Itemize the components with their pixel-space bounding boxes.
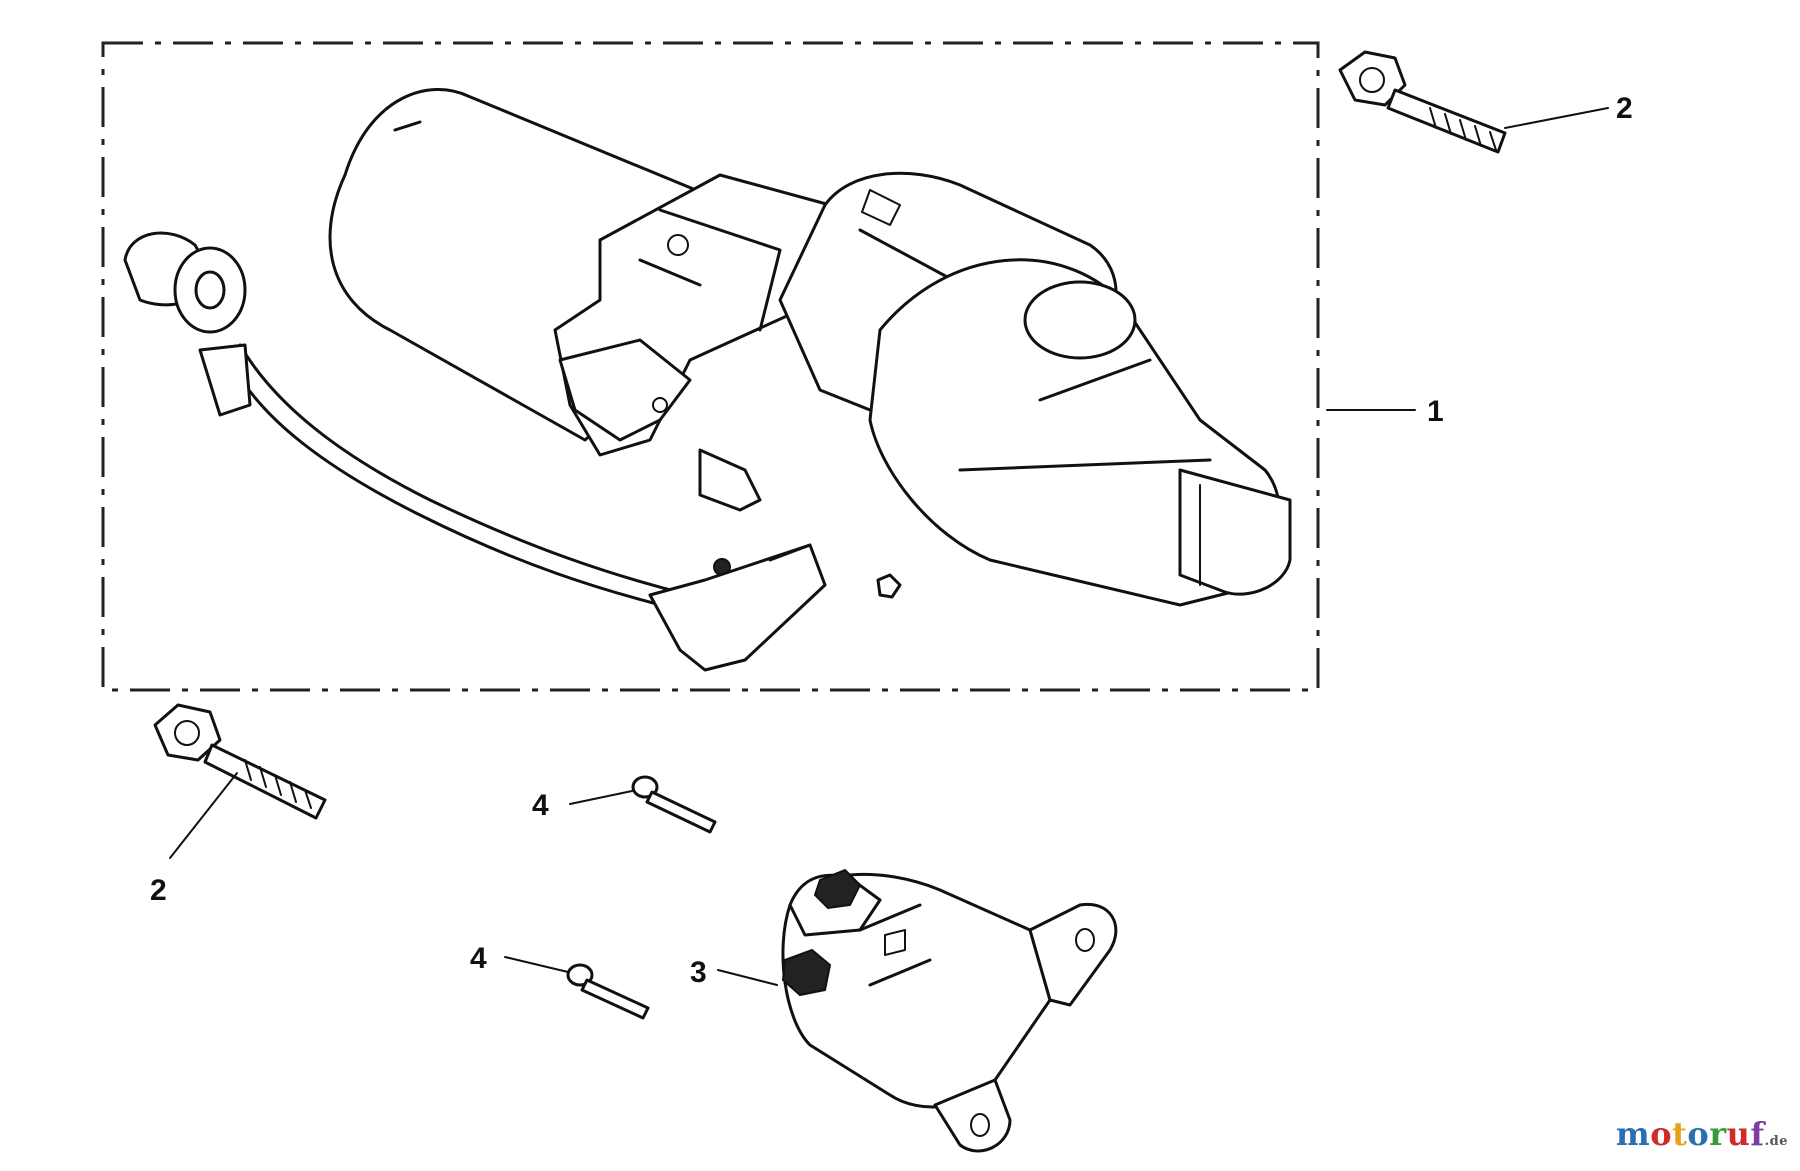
watermark-letter: o xyxy=(1650,1115,1673,1153)
watermark-suffix: .de xyxy=(1764,1134,1788,1149)
callout-4-upper: 4 xyxy=(532,789,549,822)
starter-motor xyxy=(123,88,1292,672)
screw-upper xyxy=(631,775,717,834)
watermark-letter: r xyxy=(1709,1115,1727,1153)
callout-3: 3 xyxy=(690,956,707,989)
screw-lower xyxy=(566,963,650,1020)
callout-2-bottom: 2 xyxy=(150,874,167,907)
starter-solenoid xyxy=(781,868,1118,1153)
watermark-letter: o xyxy=(1687,1115,1710,1153)
watermark-letter: m xyxy=(1615,1115,1651,1153)
leader-lines xyxy=(169,107,1609,986)
flange-bolt-bottom xyxy=(153,703,327,820)
watermark-letter: t xyxy=(1672,1115,1688,1153)
callout-4-lower: 4 xyxy=(470,942,487,975)
callout-1: 1 xyxy=(1427,395,1444,428)
watermark-letter: u xyxy=(1726,1115,1751,1153)
motoruf-watermark: motoruf.de xyxy=(1616,1115,1788,1153)
watermark-letter: f xyxy=(1750,1115,1765,1153)
watermark-letters: motoruf xyxy=(1616,1115,1765,1153)
assembly-frame xyxy=(101,41,1320,692)
callout-2-top: 2 xyxy=(1616,92,1633,125)
flange-bolt-top xyxy=(1338,50,1507,154)
